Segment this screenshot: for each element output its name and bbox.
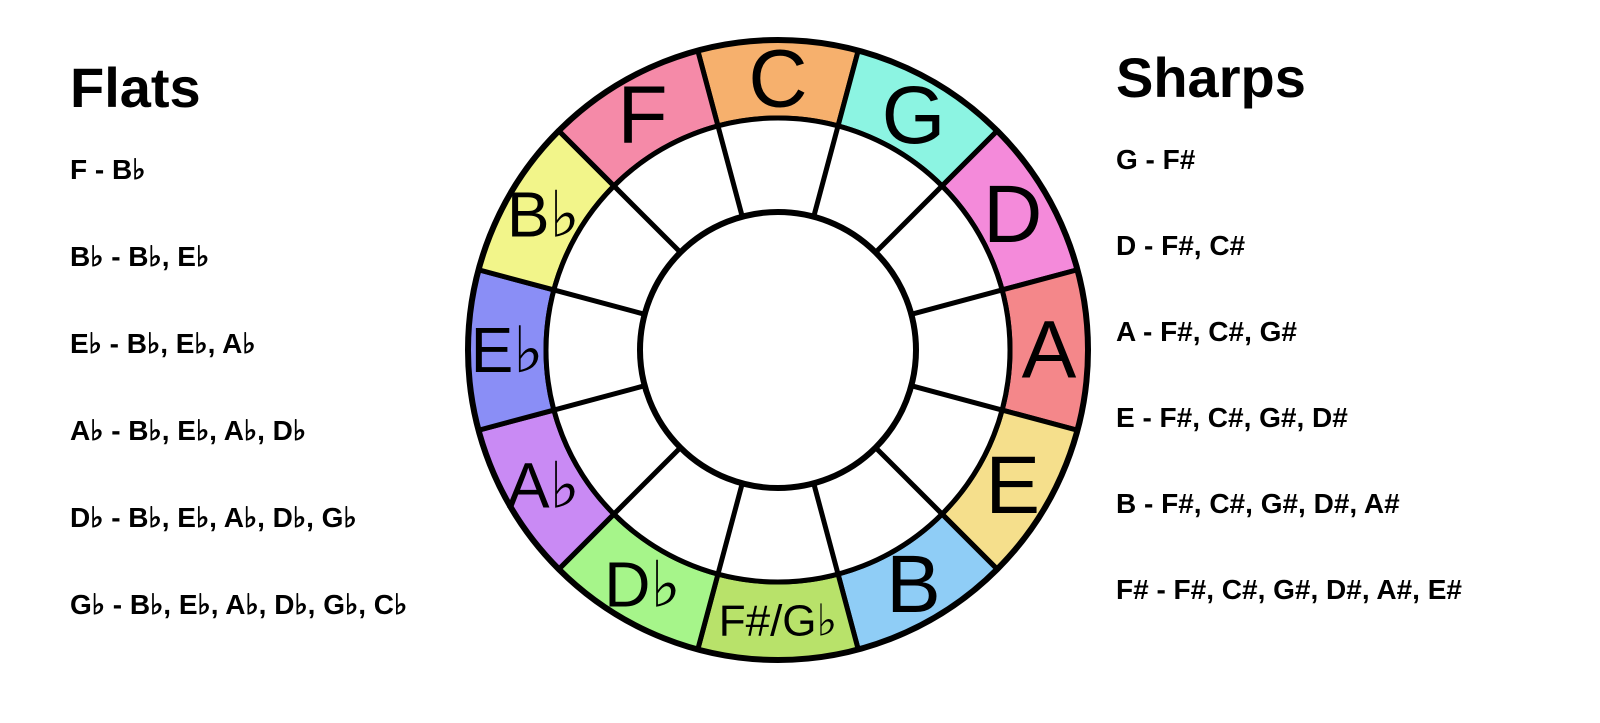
sector-divider <box>612 184 683 255</box>
key-label: B <box>886 539 941 630</box>
flats-item: A♭ - B♭, E♭, A♭, D♭ <box>70 415 307 446</box>
sharps-item: F# - F#, C#, G#, D#, A#, E# <box>1116 574 1462 605</box>
sharps-item: D - F#, C# <box>1116 230 1246 261</box>
sector-divider <box>553 287 646 317</box>
key-label: F#/G♭ <box>719 597 838 646</box>
key-label: E♭ <box>471 314 544 386</box>
key-label: E <box>985 440 1040 531</box>
key-label: C <box>748 34 807 125</box>
sharps-heading: Sharps <box>1116 46 1306 109</box>
sector-divider <box>910 287 1003 317</box>
flats-item: G♭ - B♭, E♭, A♭, D♭, G♭, C♭ <box>70 589 408 620</box>
flats-heading: Flats <box>70 56 201 119</box>
flats-item: B♭ - B♭, E♭ <box>70 241 210 272</box>
flats-item: F - B♭ <box>70 154 146 185</box>
outer-ring <box>465 37 1091 663</box>
key-label: D <box>983 169 1042 260</box>
key-label: D♭ <box>604 549 680 621</box>
sector-divider <box>873 184 944 255</box>
sharps-panel: Sharps G - F# D - F#, C# A - F#, C#, G# … <box>1116 50 1596 650</box>
sharps-item: G - F# <box>1116 144 1196 175</box>
sector-divider <box>553 383 646 413</box>
sector-divider <box>811 125 841 218</box>
key-label: A♭ <box>507 450 580 522</box>
sector-divider <box>873 445 944 516</box>
flats-item: D♭ - B♭, E♭, A♭, D♭, G♭ <box>70 502 357 533</box>
sector-divider <box>811 482 841 575</box>
sector-divider <box>910 383 1003 413</box>
key-label: A <box>1022 305 1077 396</box>
sector-divider <box>612 445 683 516</box>
sharps-item: B - F#, C#, G#, D#, A# <box>1116 488 1400 519</box>
flats-item: E♭ - B♭, E♭, A♭ <box>70 328 256 359</box>
sector-divider <box>715 482 745 575</box>
key-label: B♭ <box>507 179 580 251</box>
key-label: F <box>617 70 667 161</box>
key-label: G <box>882 70 946 161</box>
sharps-item: A - F#, C#, G# <box>1116 316 1298 347</box>
flats-panel: Flats F - B♭ B♭ - B♭, E♭ E♭ - B♭, E♭, A♭… <box>70 60 530 660</box>
sector-divider <box>715 125 745 218</box>
inner-circle <box>637 209 919 491</box>
sharps-item: E - F#, C#, G#, D# <box>1116 402 1348 433</box>
